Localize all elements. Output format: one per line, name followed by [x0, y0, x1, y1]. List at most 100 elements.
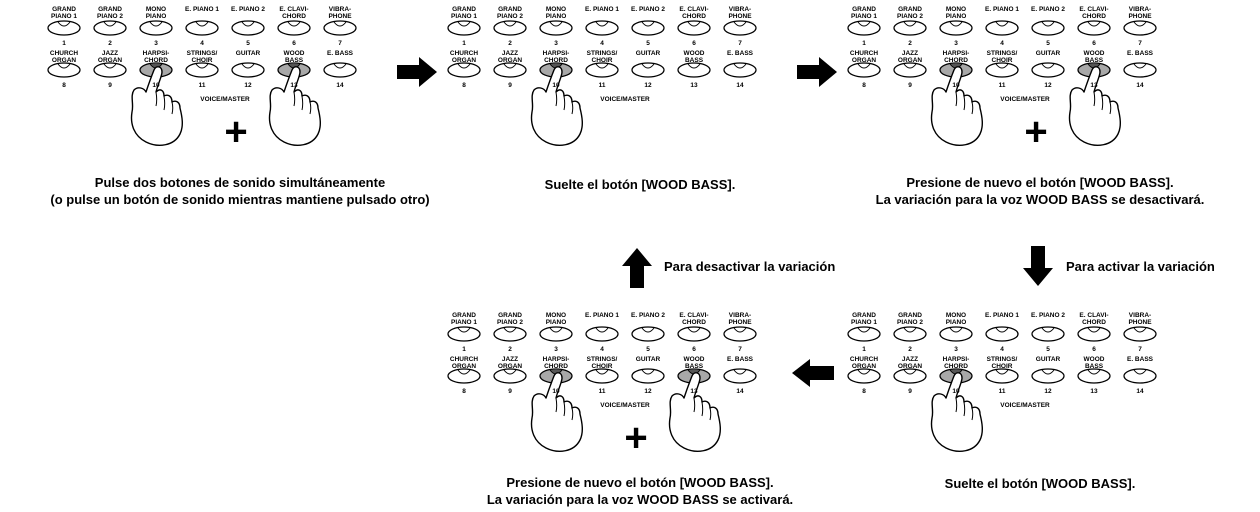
voice-button-number: 10 [952, 82, 960, 89]
voice-button-1[interactable] [447, 326, 481, 342]
voice-button-14[interactable] [1123, 368, 1157, 384]
voice-button-8[interactable] [847, 62, 881, 78]
voice-button-11[interactable] [185, 62, 219, 78]
voice-button-13[interactable] [677, 62, 711, 78]
voice-button-14[interactable] [723, 62, 757, 78]
voice-button-6[interactable] [677, 20, 711, 36]
voice-button-3[interactable] [939, 20, 973, 36]
voice-button-7[interactable] [723, 326, 757, 342]
voice-button-5[interactable] [1031, 20, 1065, 36]
voice-button-number: 6 [692, 346, 696, 353]
voice-button-2[interactable] [893, 20, 927, 36]
voice-button-11[interactable] [585, 62, 619, 78]
voice-button-7[interactable] [1123, 20, 1157, 36]
voice-button-14[interactable] [323, 62, 357, 78]
voice-button-number: 13 [690, 82, 698, 89]
voice-button-1[interactable] [847, 326, 881, 342]
voice-button-4[interactable] [585, 326, 619, 342]
voice-button-8[interactable] [447, 62, 481, 78]
voice-button-number: 3 [554, 40, 558, 47]
voice-button-1[interactable] [847, 20, 881, 36]
voice-button-11[interactable] [985, 62, 1019, 78]
voice-button-4[interactable] [985, 326, 1019, 342]
voice-master-label: VOICE/MASTER [1000, 96, 1050, 103]
voice-button-6[interactable] [1077, 20, 1111, 36]
voice-button-label: E. PIANO 1 [985, 312, 1019, 319]
voice-button-9[interactable] [93, 62, 127, 78]
voice-button-label: E. CLAVI- CHORD [279, 6, 309, 20]
voice-button-6[interactable] [277, 20, 311, 36]
voice-button-9[interactable] [493, 62, 527, 78]
voice-button-7[interactable] [723, 20, 757, 36]
voice-button-12[interactable] [631, 62, 665, 78]
voice-button-14[interactable] [1123, 62, 1157, 78]
voice-button-1[interactable] [447, 20, 481, 36]
caption-line: Suelte el botón [WOOD BASS]. [944, 476, 1136, 491]
caption-line: La variación para la voz WOOD BASS se ac… [486, 492, 794, 507]
voice-button-7[interactable] [323, 20, 357, 36]
voice-button-3[interactable] [539, 20, 573, 36]
voice-button-number: 4 [600, 40, 604, 47]
voice-button-2[interactable] [93, 20, 127, 36]
voice-button-number: 4 [1000, 40, 1004, 47]
voice-button-number: 9 [108, 82, 112, 89]
voice-button-3[interactable] [139, 20, 173, 36]
voice-button-14[interactable] [723, 368, 757, 384]
voice-button-5[interactable] [231, 20, 265, 36]
voice-button-5[interactable] [1031, 326, 1065, 342]
plus-sign: + [1024, 110, 1048, 154]
voice-button-label: E. BASS [1126, 356, 1153, 363]
voice-button-12[interactable] [1031, 368, 1065, 384]
voice-button-number: 12 [644, 388, 652, 395]
voice-button-number: 4 [1000, 346, 1004, 353]
voice-button-2[interactable] [493, 20, 527, 36]
voice-button-11[interactable] [985, 368, 1019, 384]
voice-button-4[interactable] [585, 20, 619, 36]
voice-button-5[interactable] [631, 20, 665, 36]
voice-button-3[interactable] [539, 326, 573, 342]
plus-sign: + [624, 416, 648, 460]
voice-button-9[interactable] [893, 368, 927, 384]
voice-button-6[interactable] [677, 326, 711, 342]
voice-button-12[interactable] [231, 62, 265, 78]
voice-button-number: 6 [692, 40, 696, 47]
voice-button-5[interactable] [631, 326, 665, 342]
voice-button-2[interactable] [493, 326, 527, 342]
voice-button-4[interactable] [185, 20, 219, 36]
voice-button-7[interactable] [1123, 326, 1157, 342]
voice-button-label: GRAND PIANO 2 [896, 312, 923, 326]
voice-button-number: 5 [1046, 346, 1050, 353]
voice-button-9[interactable] [893, 62, 927, 78]
voice-button-number: 2 [108, 40, 112, 47]
voice-button-13[interactable] [1077, 368, 1111, 384]
voice-button-8[interactable] [447, 368, 481, 384]
voice-button-2[interactable] [893, 326, 927, 342]
caption-line: (o pulse un botón de sonido mientras man… [50, 192, 430, 207]
voice-button-number: 6 [1092, 346, 1096, 353]
voice-button-11[interactable] [585, 368, 619, 384]
voice-button-8[interactable] [47, 62, 81, 78]
voice-button-12[interactable] [1031, 62, 1065, 78]
voice-button-12[interactable] [631, 368, 665, 384]
voice-button-label: JAZZ ORGAN [897, 356, 923, 370]
voice-button-8[interactable] [847, 368, 881, 384]
voice-button-1[interactable] [47, 20, 81, 36]
voice-button-number: 8 [862, 388, 866, 395]
voice-button-label: E. CLAVI- CHORD [1079, 6, 1109, 20]
voice-button-4[interactable] [985, 20, 1019, 36]
voice-button-label: JAZZ ORGAN [497, 50, 523, 64]
voice-button-label: WOOD BASS [683, 50, 705, 64]
plus-sign: + [224, 110, 248, 154]
voice-button-9[interactable] [493, 368, 527, 384]
voice-button-label: E. PIANO 2 [631, 6, 665, 13]
voice-button-number: 11 [598, 82, 606, 89]
voice-button-label: MONO PIANO [945, 6, 967, 20]
voice-button-6[interactable] [1077, 326, 1111, 342]
voice-button-number: 3 [954, 346, 958, 353]
voice-master-label: VOICE/MASTER [600, 402, 650, 409]
voice-button-number: 1 [62, 40, 66, 47]
voice-button-label: GRAND PIANO 1 [450, 6, 477, 20]
voice-button-3[interactable] [939, 326, 973, 342]
pointing-hand-icon [668, 372, 721, 452]
